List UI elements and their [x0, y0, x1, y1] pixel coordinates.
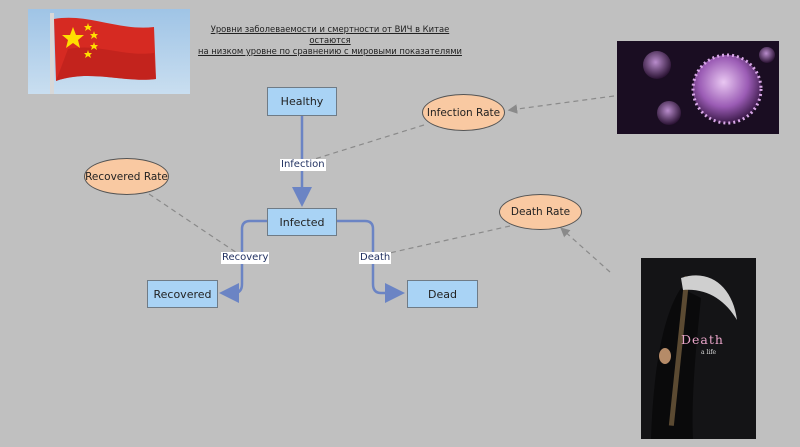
infection-rate-node[interactable]: Infection Rate	[422, 94, 505, 131]
recovered-rate-link	[148, 193, 241, 256]
death-rate-node[interactable]: Death Rate	[499, 194, 582, 230]
caption-line-2: на низком уровне по сравнению с мировыми…	[198, 46, 462, 56]
death-rate-link	[375, 225, 511, 257]
dead-node[interactable]: Dead	[407, 280, 478, 308]
healthy-node[interactable]: Healthy	[267, 87, 337, 116]
recovered-rate-node[interactable]: Recovered Rate	[84, 158, 169, 195]
recovery-flow-label: Recovery	[221, 252, 270, 264]
infected-node[interactable]: Infected	[267, 208, 337, 236]
death-book-cover-image: Death a life	[641, 258, 756, 439]
caption-line-1: Уровни заболеваемости и смертности от ВИ…	[210, 24, 450, 45]
book-subtitle: a life	[701, 349, 717, 356]
virus-image	[617, 41, 779, 134]
news-caption: Уровни заболеваемости и смертности от ВИ…	[198, 24, 462, 57]
death-flow-label: Death	[359, 252, 392, 264]
infection-flow-label: Infection	[280, 159, 326, 171]
infection-rate-link	[304, 124, 425, 163]
virus-to-infection-rate-link	[507, 95, 615, 114]
book-to-death-rate-link	[560, 227, 611, 273]
recovered-node[interactable]: Recovered	[147, 280, 218, 308]
book-title: Death	[681, 332, 724, 347]
china-flag-image	[28, 9, 190, 94]
